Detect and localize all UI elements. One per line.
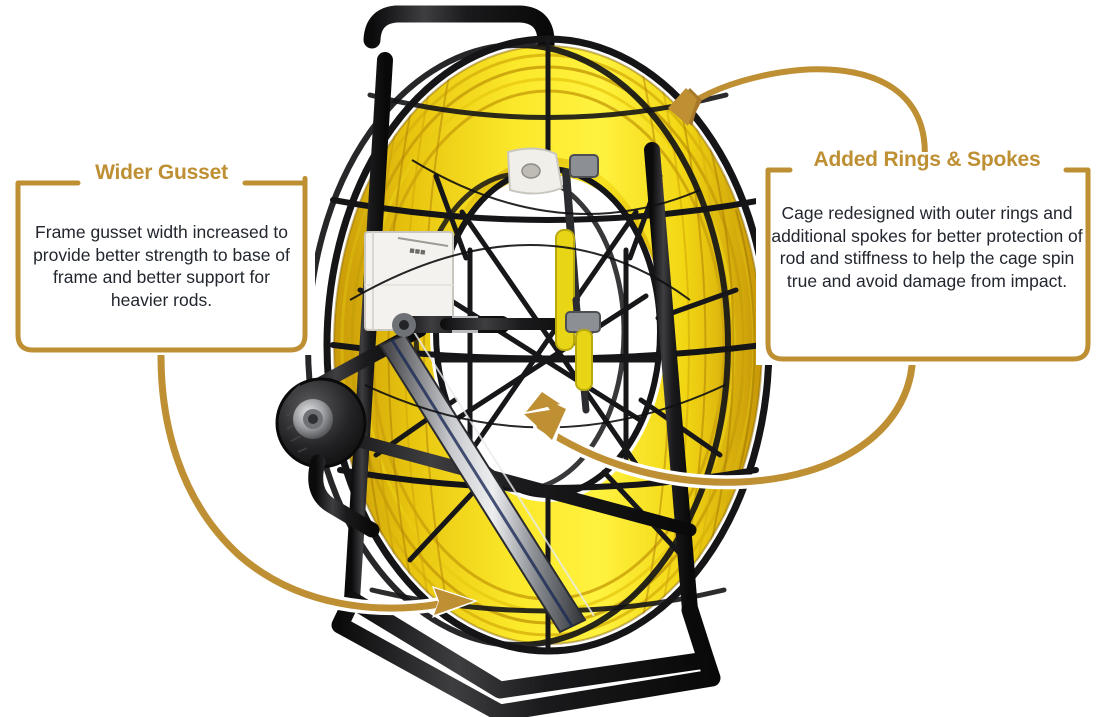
callout-right-body: Cage redesigned with outer rings and add… xyxy=(771,203,1083,291)
callout-added-rings-spokes: Added Rings & Spokes Cage redesigned wit… xyxy=(756,148,1098,365)
callout-wider-gusset: Wider Gusset Frame gusset width increase… xyxy=(8,161,315,355)
callout-left-title: Wider Gusset xyxy=(95,161,228,184)
callout-right-border xyxy=(765,167,1091,362)
svg-text:■■■: ■■■ xyxy=(409,245,427,257)
callout-left-border xyxy=(15,176,308,353)
callout-right-title: Added Rings & Spokes xyxy=(813,148,1041,171)
callout-left-body: Frame gusset width increased to provide … xyxy=(33,222,290,310)
